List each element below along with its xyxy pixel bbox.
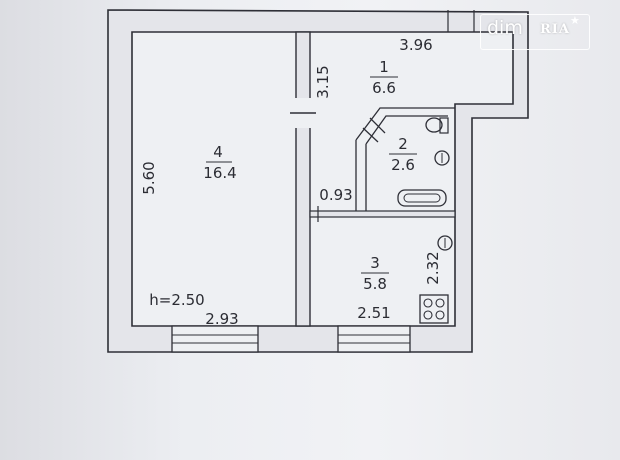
inner-floor-outline xyxy=(131,31,514,327)
stove xyxy=(419,294,449,324)
room-4-number: 4 xyxy=(213,143,223,161)
room-3-area: 5.8 xyxy=(363,275,387,293)
sink xyxy=(434,150,450,166)
dim-kitchen-depth: 2.32 xyxy=(424,251,442,284)
room-1-area: 6.6 xyxy=(372,79,396,97)
bathroom-door-mark xyxy=(369,117,386,134)
kitchen-sink xyxy=(437,235,453,251)
dim-kitchen-width: 2.51 xyxy=(357,304,390,322)
watermark-star-icon: ★ xyxy=(570,15,580,27)
watermark-partner: RIA xyxy=(540,22,570,37)
dim-hall-depth: 3.15 xyxy=(314,65,332,98)
room-2-number: 2 xyxy=(398,135,408,153)
room-4-area: 16.4 xyxy=(203,164,236,182)
partition-living-hall xyxy=(295,31,311,327)
dim-hall-width: 3.96 xyxy=(399,36,432,54)
window-kitchen xyxy=(337,325,411,353)
room-1-number: 1 xyxy=(379,58,389,76)
bathroom-wall xyxy=(355,107,455,211)
window-living-room xyxy=(171,325,259,353)
dim-corridor-gap: 0.93 xyxy=(319,186,352,204)
toilet xyxy=(425,117,443,133)
dim-living-length: 5.60 xyxy=(140,161,158,194)
watermark-frame xyxy=(480,14,590,50)
room-3-number: 3 xyxy=(370,254,380,272)
bathtub xyxy=(397,189,447,207)
dim-living-width: 2.93 xyxy=(205,310,238,328)
ceiling-height: h=2.50 xyxy=(149,291,204,309)
partition-hall-kitchen xyxy=(309,210,456,218)
watermark-brand: dim xyxy=(487,17,523,39)
room-2-area: 2.6 xyxy=(391,156,415,174)
